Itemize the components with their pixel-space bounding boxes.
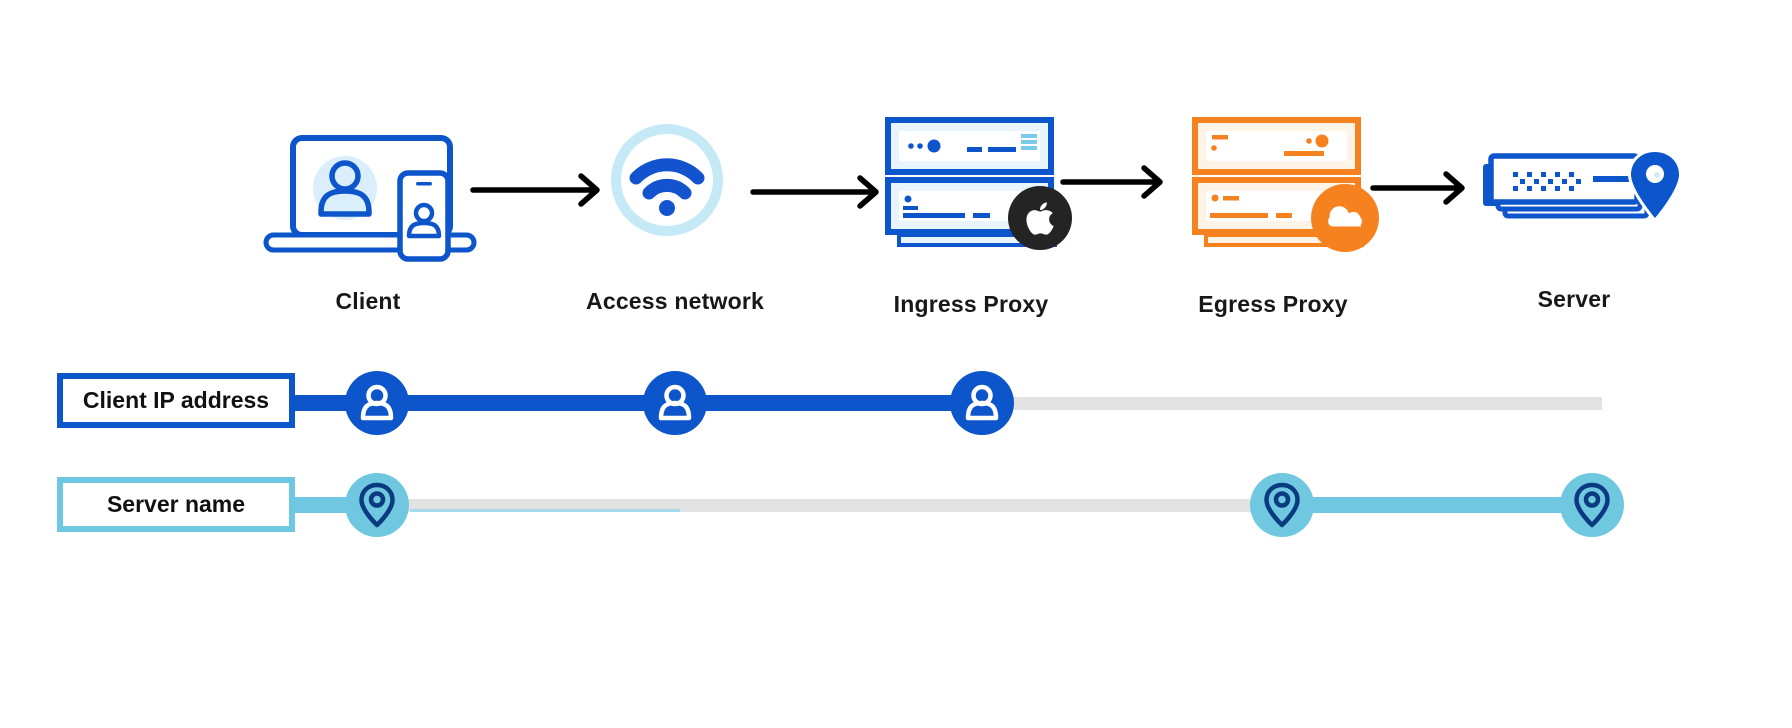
client-ip-marker-client — [345, 371, 409, 435]
server-dot-pattern — [1513, 172, 1581, 191]
server-name-marker-server — [1560, 473, 1624, 537]
arrow-egress-to-server — [1370, 171, 1465, 205]
egress-proxy-server-icon — [1192, 117, 1382, 252]
location-pin-icon — [1574, 482, 1610, 528]
server-name-hidden-segment — [375, 499, 1287, 512]
user-icon — [360, 384, 394, 421]
arrow-ingress-to-egress — [1060, 165, 1163, 199]
flow-arrows — [470, 165, 1465, 209]
client-ip-label: Client IP address — [82, 387, 270, 413]
server-icon — [1483, 148, 1688, 240]
client-ip-marker-access-network — [643, 371, 707, 435]
apple-icon — [1026, 201, 1054, 235]
user-icon — [965, 384, 999, 421]
server-name-marker-egress-proxy — [1250, 473, 1314, 537]
client-device-icon — [263, 135, 477, 262]
wifi-icon — [610, 123, 724, 237]
arrow-access-to-ingress — [750, 175, 879, 209]
client-ip-visible-segment — [250, 395, 985, 411]
apple-logo-badge — [1008, 186, 1072, 250]
server-name-visible-segment-egress-server — [1282, 497, 1594, 513]
node-label-server: Server — [1537, 286, 1611, 312]
server-name-underline-detail — [410, 509, 680, 512]
location-pin-icon — [359, 482, 395, 528]
client-ip-marker-ingress-proxy — [950, 371, 1014, 435]
client-ip-hidden-segment — [980, 397, 1602, 410]
cloudflare-cloud-icon — [1328, 206, 1362, 227]
server-name-label: Server name — [106, 491, 246, 517]
user-icon — [658, 384, 692, 421]
node-label-ingress-proxy: Ingress Proxy — [893, 291, 1049, 317]
client-ip-label-box: Client IP address — [57, 373, 295, 428]
node-label-access-network: Access network — [586, 288, 764, 314]
location-pin-icon — [1264, 482, 1300, 528]
node-label-egress-proxy: Egress Proxy — [1198, 291, 1348, 317]
cloudflare-logo-badge — [1311, 184, 1379, 252]
server-name-label-box: Server name — [57, 477, 295, 532]
server-name-marker-client — [345, 473, 409, 537]
arrow-client-to-access — [470, 173, 600, 207]
location-pin-icon — [1627, 148, 1683, 223]
node-label-client: Client — [335, 288, 401, 314]
